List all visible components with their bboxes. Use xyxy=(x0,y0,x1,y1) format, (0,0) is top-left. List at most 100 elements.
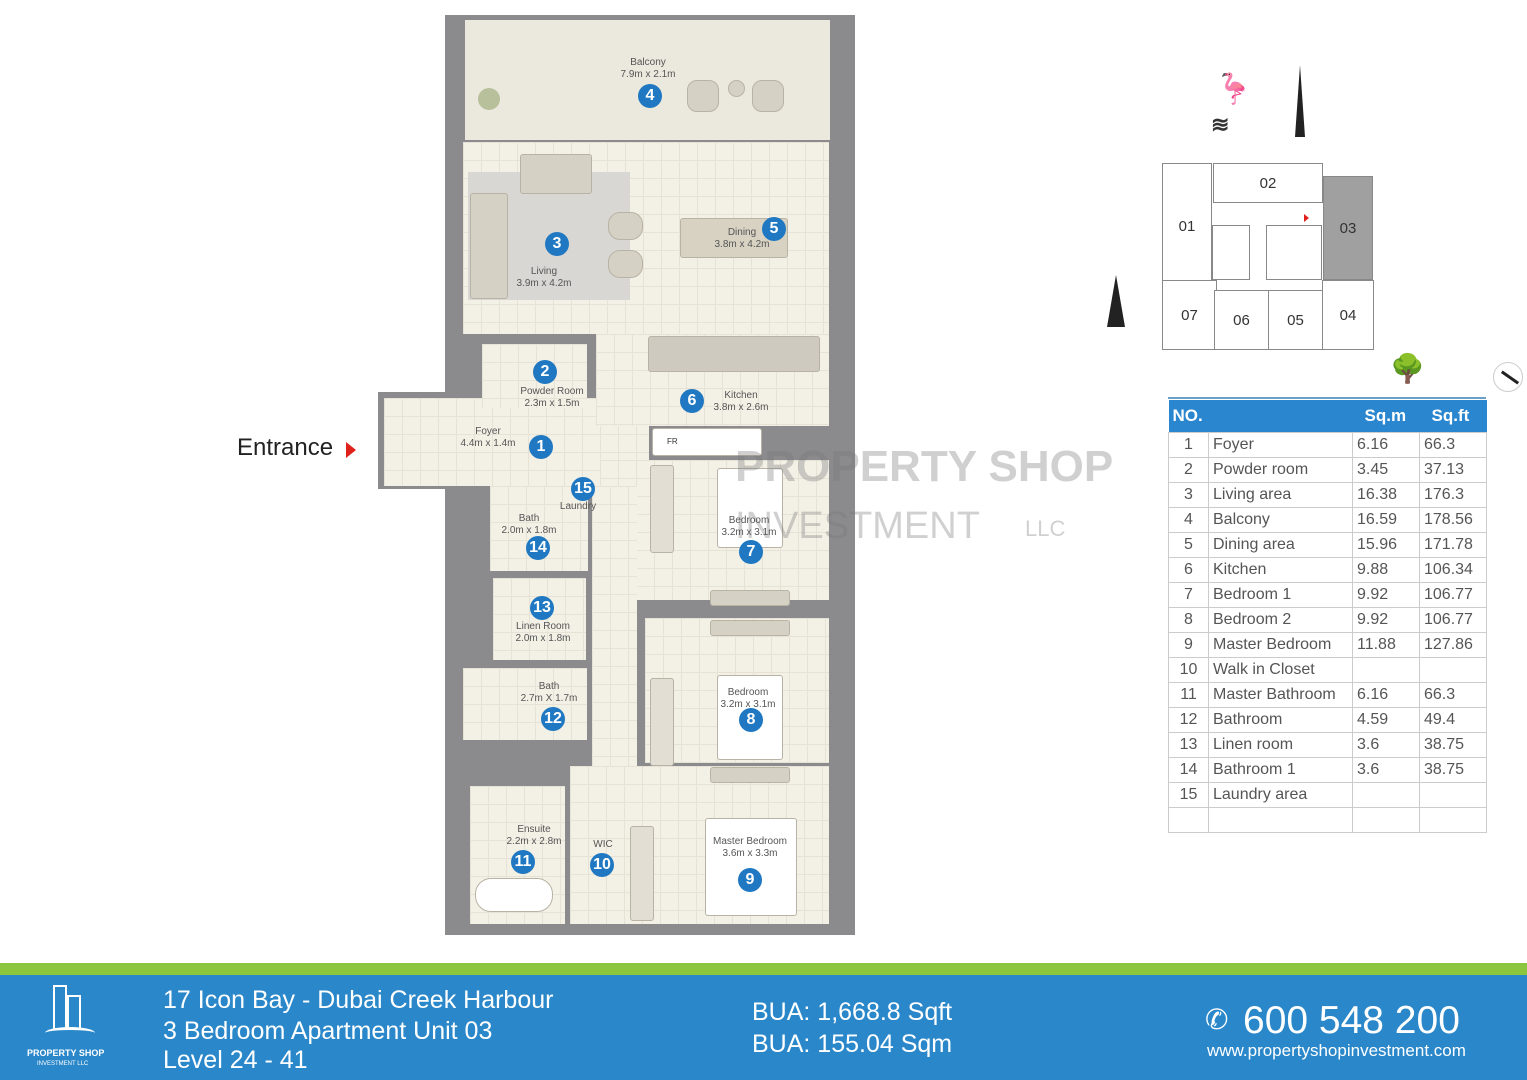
bedroom1-floor xyxy=(600,460,829,600)
cell-room: Laundry area xyxy=(1208,781,1353,808)
cell-sqft: 38.75 xyxy=(1419,731,1487,758)
room-name: Powder Room xyxy=(520,386,584,397)
phone-number[interactable]: 600 548 200 xyxy=(1243,999,1460,1042)
cell-room: Bathroom 1 xyxy=(1208,756,1353,783)
cell-no: 1 xyxy=(1168,431,1209,458)
balcony-chair xyxy=(687,80,719,112)
unit-label: 05 xyxy=(1287,311,1304,329)
cell-room: Balcony xyxy=(1208,506,1353,533)
footer: PROPERTY SHOP INVESTMENT LLC 17 Icon Bay… xyxy=(0,975,1527,1080)
room-number-marker: 14 xyxy=(526,536,550,560)
cell-sqft: 106.77 xyxy=(1419,606,1487,633)
room-name: Ensuite xyxy=(517,824,551,835)
cell-sqm xyxy=(1352,806,1420,833)
room-number-marker: 3 xyxy=(545,232,569,256)
key-plan-baseline xyxy=(1168,397,1486,399)
room-name: Master Bedroom xyxy=(713,836,787,847)
room-number-marker: 5 xyxy=(762,217,786,241)
room-dimensions: 3.6m x 3.3m xyxy=(722,848,778,859)
project-name: 17 Icon Bay - Dubai Creek Harbour xyxy=(163,986,554,1014)
room-dimensions: 2.0m x 1.8m xyxy=(501,525,557,536)
entrance-arrow-icon xyxy=(346,442,356,458)
room-name: Linen Room xyxy=(516,621,570,632)
cell-sqft: 178.56 xyxy=(1419,506,1487,533)
fridge-label: FR xyxy=(667,437,678,446)
room-name: Living xyxy=(530,266,558,277)
col-header-sqft: Sq.ft xyxy=(1419,400,1487,432)
cell-sqm xyxy=(1352,656,1420,683)
room-number-marker: 9 xyxy=(738,868,762,892)
cell-no: 12 xyxy=(1168,706,1209,733)
balcony-chair-2 xyxy=(752,80,784,112)
key-unit-05: 05 xyxy=(1268,290,1323,350)
cell-room xyxy=(1208,806,1353,833)
cell-sqft xyxy=(1419,781,1487,808)
bua-sqm: BUA: 155.04 Sqm xyxy=(752,1030,953,1058)
table-row xyxy=(1168,806,1487,833)
unit-label: 07 xyxy=(1181,306,1198,324)
room-label: WIC xyxy=(593,839,612,851)
cell-room: Living area xyxy=(1208,481,1353,508)
room-number-marker: 2 xyxy=(533,360,557,384)
cell-sqm: 6.16 xyxy=(1352,681,1420,708)
cell-sqft: 49.4 xyxy=(1419,706,1487,733)
cell-sqm xyxy=(1352,781,1420,808)
key-unit-01: 01 xyxy=(1162,163,1212,290)
phone-icon: ✆ xyxy=(1205,1004,1229,1035)
bathtub xyxy=(475,878,553,912)
cell-room: Walk in Closet xyxy=(1208,656,1353,683)
cell-room: Bedroom 2 xyxy=(1208,606,1353,633)
watermark-line1: PROPERTY SHOP xyxy=(735,442,1114,491)
cell-sqm: 16.59 xyxy=(1352,506,1420,533)
key-core-2 xyxy=(1266,225,1322,280)
cell-sqm: 6.16 xyxy=(1352,431,1420,458)
key-unit-02: 02 xyxy=(1213,163,1323,203)
logo-text: PROPERTY SHOP xyxy=(27,1048,105,1058)
cell-no: 4 xyxy=(1168,506,1209,533)
cell-no: 9 xyxy=(1168,631,1209,658)
cell-sqft: 66.3 xyxy=(1419,681,1487,708)
room-name: Bedroom xyxy=(728,515,770,526)
room-dimensions: 7.9m x 2.1m xyxy=(620,69,676,80)
wardrobe-2 xyxy=(650,678,674,766)
tv-unit-3 xyxy=(710,767,790,783)
room-dimensions: 2.7m X 1.7m xyxy=(520,693,578,704)
fridge-sink-counter: FR xyxy=(652,428,762,456)
cell-room: Dining area xyxy=(1208,531,1353,558)
cell-no: 8 xyxy=(1168,606,1209,633)
cell-sqft: 38.75 xyxy=(1419,756,1487,783)
watermark-line2: INVESTMENT xyxy=(735,505,980,547)
col-header-sqm: Sq.m xyxy=(1352,400,1420,432)
master-bed xyxy=(705,818,797,916)
cell-no: 2 xyxy=(1168,456,1209,483)
room-number-marker: 8 xyxy=(739,708,763,732)
col-header-no: NO. xyxy=(1168,400,1209,432)
cell-sqft: 171.78 xyxy=(1419,531,1487,558)
sofa-2 xyxy=(520,154,592,194)
website-link[interactable]: www.propertyshopinvestment.com xyxy=(1207,1041,1466,1060)
bua-sqft: BUA: 1,668.8 Sqft xyxy=(752,998,953,1026)
flamingo-icon: 🦩 xyxy=(1215,73,1253,106)
cell-sqft: 37.13 xyxy=(1419,456,1487,483)
kitchen-counter xyxy=(648,336,820,372)
armchair xyxy=(608,212,643,240)
cell-sqm: 16.38 xyxy=(1352,481,1420,508)
room-label: Laundry xyxy=(560,501,596,513)
wic-shelves xyxy=(630,826,654,921)
room-number-marker: 13 xyxy=(530,596,554,620)
room-name: Balcony xyxy=(630,57,666,68)
